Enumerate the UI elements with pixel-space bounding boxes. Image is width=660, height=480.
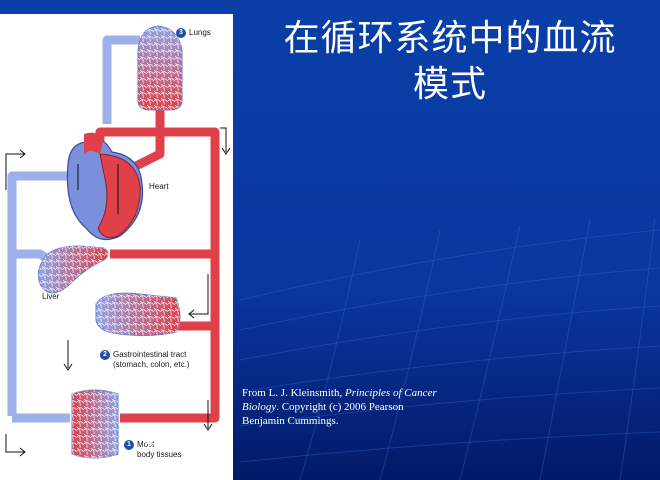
lungs-organ	[137, 25, 183, 111]
heart-cn-label: 心脏	[176, 180, 186, 201]
gi-tract-cn-label: 胃肠道（胃，结肠，等）	[129, 376, 211, 397]
gi-tract-organ	[95, 292, 181, 337]
pulmonary-artery-vessel	[102, 35, 140, 124]
heart-label: Heart	[149, 182, 169, 191]
circulation-diagram	[5, 25, 231, 459]
liver-organ	[37, 245, 109, 294]
heart-organ	[66, 132, 144, 241]
lungs-cn-label: 肺	[198, 40, 208, 50]
body-tissues-organ	[71, 389, 119, 459]
liver-label: Liver	[42, 292, 60, 301]
book-title: Principles of Cancer Biology	[242, 387, 437, 413]
gi-tract-sublabel: (stomach, colon, etc.)	[113, 360, 190, 369]
liver-cn-label: 肝	[50, 308, 60, 318]
title-line-1: 在循环系统中的血流	[283, 18, 617, 59]
source-credit: From L. J. Kleinsmith, Principles of Can…	[242, 387, 437, 427]
vena-cava-vessel	[7, 171, 80, 416]
tissues-number-badge: 1	[124, 440, 134, 450]
title-line-2: 模式	[412, 64, 487, 105]
tissues-cn-label: 大多数身体的组织	[145, 441, 225, 452]
lungs-number-badge: 3	[176, 28, 186, 38]
slide-title: 在循环系统中的血流 模式	[240, 16, 660, 108]
gi-number-badge: 2	[100, 350, 110, 360]
